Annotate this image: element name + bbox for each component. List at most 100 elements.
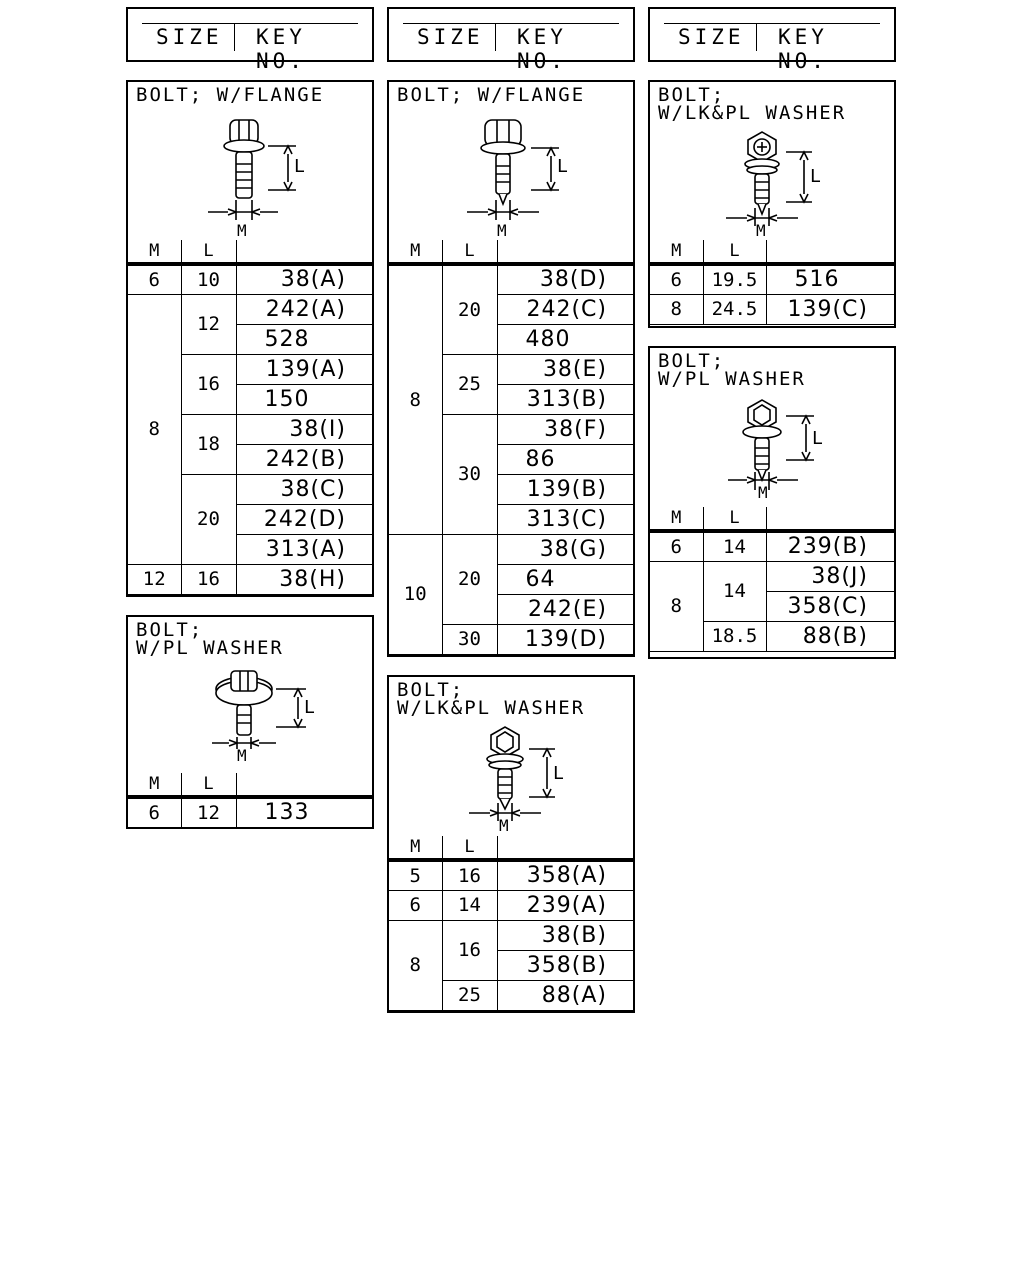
col-l: L — [702, 507, 767, 532]
cell-m: 8 — [650, 560, 704, 652]
cell-key: 139(C) — [765, 293, 894, 325]
cell-key: 139(B) — [497, 473, 633, 505]
dim-m-label: M — [758, 483, 768, 502]
cell-l: 20 — [181, 473, 237, 565]
header-rule — [403, 23, 619, 24]
cell-l: 20 — [441, 533, 498, 625]
col-l: L — [180, 773, 237, 798]
cell-l: 18.5 — [703, 620, 767, 652]
cell-key: 38(A) — [235, 262, 372, 295]
col-key — [235, 773, 372, 798]
panel-title: BOLT; W/LK&PL WASHER — [397, 679, 586, 719]
dim-l-label: L — [294, 156, 305, 177]
cell-m: 6 — [650, 529, 704, 562]
cell-m: 6 — [128, 795, 182, 828]
cell-l: 16 — [181, 353, 237, 415]
col-l: L — [180, 240, 237, 265]
header-rule — [664, 23, 880, 24]
header-separator — [234, 23, 235, 51]
header-separator — [756, 23, 757, 51]
dim-m-label: M — [497, 221, 507, 240]
panel-title: BOLT; W/FLANGE — [136, 84, 325, 106]
col-m: M — [128, 773, 182, 798]
cell-m: 8 — [650, 293, 704, 325]
cell-l: 20 — [441, 262, 498, 355]
dim-l-label: L — [812, 428, 823, 449]
washer-bolt-icon: L M — [212, 670, 315, 765]
dim-m-label: M — [499, 816, 509, 835]
col-key — [496, 240, 633, 265]
cell-key: 38(B) — [496, 919, 633, 951]
cell-key: 38(F) — [496, 413, 633, 445]
cell-key: 313(A) — [236, 533, 372, 565]
key-no-header: KEY NO. — [517, 25, 567, 73]
cell-key: 528 — [236, 323, 372, 355]
cell-m: 8 — [128, 293, 182, 565]
cell-l: 25 — [442, 979, 498, 1011]
cell-key: 86 — [497, 443, 633, 475]
size-header: SIZE — [156, 25, 223, 49]
dim-l-label: L — [557, 156, 568, 177]
cell-m: 6 — [389, 889, 443, 921]
cell-l: 10 — [180, 262, 237, 295]
cell-l: 19.5 — [702, 262, 767, 295]
cell-m: 6 — [650, 262, 704, 295]
cell-key: 38(E) — [496, 353, 633, 385]
cell-key: 242(C) — [497, 293, 633, 325]
col-l: L — [441, 240, 498, 265]
dim-l-label: L — [304, 697, 315, 718]
cell-l: 12 — [180, 293, 237, 355]
flange-bolt-icon: L M — [208, 119, 305, 240]
cell-key: 38(J) — [765, 560, 894, 592]
dim-m-label: M — [237, 221, 247, 240]
col-key — [765, 240, 894, 265]
cell-key: 38(I) — [235, 413, 372, 445]
cell-key: 480 — [497, 323, 633, 355]
cell-l: 16 — [180, 563, 237, 595]
cell-key: 38(C) — [235, 473, 372, 505]
cell-key: 38(G) — [496, 533, 633, 565]
dim-l-label: L — [810, 166, 821, 187]
cell-key: 242(A) — [235, 293, 372, 325]
header-box-1: SIZE KEY NO. — [126, 7, 374, 73]
panel-title: BOLT; W/FLANGE — [397, 84, 586, 106]
cell-key: 64 — [497, 563, 633, 595]
cell-m: 12 — [128, 563, 182, 595]
cell-l: 14 — [702, 560, 767, 622]
cell-key: 313(B) — [497, 383, 633, 415]
cell-l: 16 — [441, 858, 498, 891]
header-box-3: SIZE KEY NO. — [648, 7, 896, 73]
cell-l: 16 — [441, 919, 498, 981]
panel-title: BOLT; W/LK&PL WASHER — [658, 84, 847, 124]
header-box-2: SIZE KEY NO. — [387, 7, 635, 73]
panel-title: BOLT; W/PL WASHER — [658, 350, 806, 390]
lock-washer-bolt-icon: L M — [726, 131, 821, 240]
col-key — [235, 240, 372, 265]
cell-l: 30 — [442, 623, 498, 655]
col-l: L — [702, 240, 767, 265]
size-header: SIZE — [678, 25, 745, 49]
cell-key: 239(B) — [765, 529, 894, 562]
cell-key: 88(B) — [765, 620, 894, 652]
cell-key: 38(D) — [496, 262, 633, 295]
col-key — [765, 507, 894, 532]
cell-key: 313(C) — [497, 503, 633, 535]
panel-title: BOLT; W/PL WASHER — [136, 619, 284, 659]
cell-key: 358(A) — [496, 858, 633, 891]
col-m: M — [650, 240, 704, 265]
cell-key: 139(D) — [496, 623, 633, 655]
key-no-header: KEY NO. — [256, 25, 306, 73]
cell-l: 30 — [442, 413, 498, 535]
cell-key: 239(A) — [496, 889, 633, 921]
cell-m: 6 — [128, 262, 182, 295]
